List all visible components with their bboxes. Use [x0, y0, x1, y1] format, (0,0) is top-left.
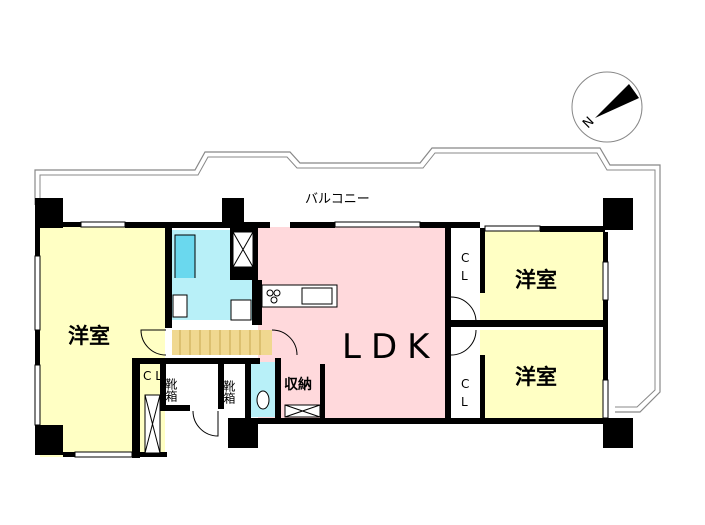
western-room-right-bottom	[480, 330, 605, 420]
walls	[35, 198, 633, 458]
door-swing	[140, 329, 167, 356]
ldk-room	[258, 227, 450, 422]
pipe-shaft-icon	[144, 231, 321, 454]
closet-right-top-c: C	[461, 251, 469, 265]
ldk-label: LDK	[342, 327, 439, 367]
western-room-left	[40, 225, 165, 457]
stove-icon	[266, 289, 274, 297]
shoe-box-2-label: 靴箱	[222, 380, 236, 404]
closet-right-bottom-l: L	[461, 395, 468, 409]
toilet-icon	[256, 390, 270, 410]
storage-label: 収納	[284, 376, 312, 393]
washing-machine-icon	[230, 299, 252, 321]
closet-right-bottom-c: C	[461, 377, 469, 391]
closet-right-top-l: L	[461, 269, 468, 283]
windows	[34, 221, 609, 458]
wash-basin-icon	[172, 294, 188, 318]
western-room-left-label: 洋室	[68, 324, 110, 348]
balcony-label: バルコニー	[305, 192, 370, 207]
bathtub	[174, 234, 196, 281]
balcony-inner-outline	[39, 152, 656, 408]
compass-icon	[571, 71, 643, 143]
western-room-right-top	[480, 230, 605, 323]
western-room-right-top-label: 洋室	[515, 268, 557, 292]
hallway-floor	[172, 330, 272, 355]
western-room-right-bottom-label: 洋室	[515, 365, 557, 389]
shoe-box-1-label: 靴箱	[164, 378, 178, 402]
balcony-outline	[34, 147, 661, 413]
closet-left-label: C L	[143, 369, 162, 383]
sink-icon	[301, 287, 333, 305]
